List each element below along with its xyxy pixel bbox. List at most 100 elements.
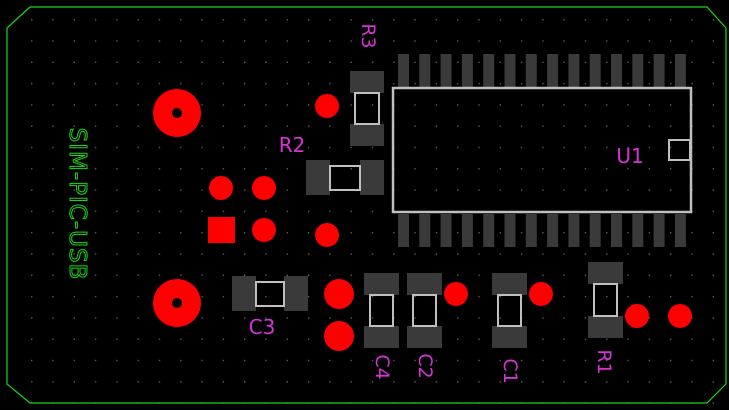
grid-dot [286, 232, 288, 234]
mounting-hole-bottom[interactable] [153, 279, 201, 327]
grid-dot [478, 82, 480, 85]
grid-dot [457, 104, 459, 106]
u1-pin-top[interactable] [525, 54, 537, 87]
c3-footprint[interactable] [232, 276, 308, 311]
grid-dot [265, 168, 267, 170]
grid-dot [542, 253, 544, 255]
u1-pin-top[interactable] [504, 54, 516, 87]
grid-dot [31, 168, 33, 170]
u1-pin-top[interactable] [632, 54, 644, 87]
grid-dot [457, 359, 459, 362]
u1-pin-top[interactable] [440, 54, 452, 87]
u1-pin-bottom[interactable] [674, 214, 686, 247]
u1-pin-bottom[interactable] [653, 214, 665, 247]
u1-pin-bottom[interactable] [440, 214, 452, 247]
u1-pin-bottom[interactable] [611, 214, 622, 247]
grid-dot [116, 274, 118, 276]
grid-dot [31, 253, 33, 255]
u1-pin-top[interactable] [674, 54, 686, 87]
u1-pin-bottom[interactable] [568, 214, 580, 247]
grid-dot [137, 253, 139, 255]
grid-dot [116, 146, 118, 149]
grid-dot [137, 274, 139, 276]
via-pad[interactable] [315, 223, 339, 247]
r3-footprint[interactable] [350, 71, 384, 146]
via-pad[interactable] [444, 282, 468, 306]
header-pad[interactable] [252, 176, 276, 200]
grid-dot [201, 274, 203, 276]
c1-footprint[interactable] [492, 273, 527, 348]
u1-pin-top[interactable] [483, 54, 495, 87]
grid-dot [222, 253, 225, 255]
grid-dot [584, 189, 587, 191]
grid-dot [478, 381, 480, 383]
u1-pin-top[interactable] [419, 54, 431, 87]
mounting-hole-top[interactable] [153, 89, 201, 137]
grid-dot [393, 61, 395, 63]
via-pad[interactable] [668, 304, 692, 328]
u1-pin-top[interactable] [611, 54, 622, 87]
u1-pin-bottom[interactable] [461, 214, 473, 247]
grid-dot [116, 189, 118, 191]
u1-pin-top[interactable] [568, 54, 580, 87]
u1-pin-bottom[interactable] [419, 214, 431, 247]
grid-dot [478, 168, 480, 170]
grid-dot [350, 253, 352, 255]
c4-footprint[interactable] [364, 273, 399, 348]
r1-footprint[interactable] [588, 262, 623, 338]
grid-dot [563, 232, 565, 234]
grid-dot [158, 168, 161, 170]
via-pad[interactable] [324, 279, 354, 309]
grid-dot [180, 189, 182, 191]
u1-pin-bottom[interactable] [398, 214, 409, 247]
grid-dot [244, 359, 246, 362]
grid-dot [158, 338, 161, 340]
grid-dot [584, 19, 587, 21]
grid-dot [499, 168, 501, 170]
via-pad[interactable] [324, 321, 354, 351]
grid-dot [94, 61, 97, 63]
grid-dot [520, 168, 523, 170]
grid-dot [137, 338, 139, 340]
header-pad-square[interactable] [208, 217, 235, 243]
u1-pin-top[interactable] [589, 54, 601, 87]
u1-pin-bottom[interactable] [589, 214, 601, 247]
grid-dot [414, 232, 416, 234]
grid-dot [116, 359, 118, 362]
grid-dot [94, 381, 97, 383]
u1-pin-bottom[interactable] [483, 214, 495, 247]
header-pad[interactable] [209, 176, 233, 200]
grid-dot [158, 381, 161, 383]
u1-pin-top[interactable] [547, 54, 559, 87]
header-pad[interactable] [252, 218, 276, 242]
u1-pin-bottom[interactable] [504, 214, 516, 247]
u1-pin-bottom[interactable] [547, 214, 559, 247]
u1-pin-top[interactable] [398, 54, 409, 87]
grid-dot [478, 295, 480, 298]
grid-dot [414, 82, 416, 85]
u1-pin-top[interactable] [461, 54, 473, 87]
u1-pin-top[interactable] [653, 54, 665, 87]
grid-dot [606, 19, 608, 21]
grid-dot [307, 317, 310, 319]
r2-footprint[interactable] [306, 160, 384, 195]
grid-dot [329, 146, 331, 149]
grid-dot [244, 189, 246, 191]
grid-dot [542, 338, 544, 340]
via-pad[interactable] [529, 282, 553, 306]
via-pad[interactable] [315, 94, 339, 118]
grid-dot [414, 295, 416, 298]
c2-footprint[interactable] [407, 273, 442, 348]
grid-dot [94, 210, 97, 213]
grid-dot [414, 168, 416, 170]
u1-pin-bottom[interactable] [525, 214, 537, 247]
grid-dot [457, 274, 459, 276]
grid-dot [478, 359, 480, 362]
u1-footprint[interactable] [391, 54, 693, 247]
grid-dot [31, 295, 33, 298]
via-pad[interactable] [625, 304, 649, 328]
grid-dot [329, 82, 331, 85]
grid-dot [201, 61, 203, 63]
grid-dot [712, 19, 714, 21]
u1-pin-bottom[interactable] [632, 214, 644, 247]
